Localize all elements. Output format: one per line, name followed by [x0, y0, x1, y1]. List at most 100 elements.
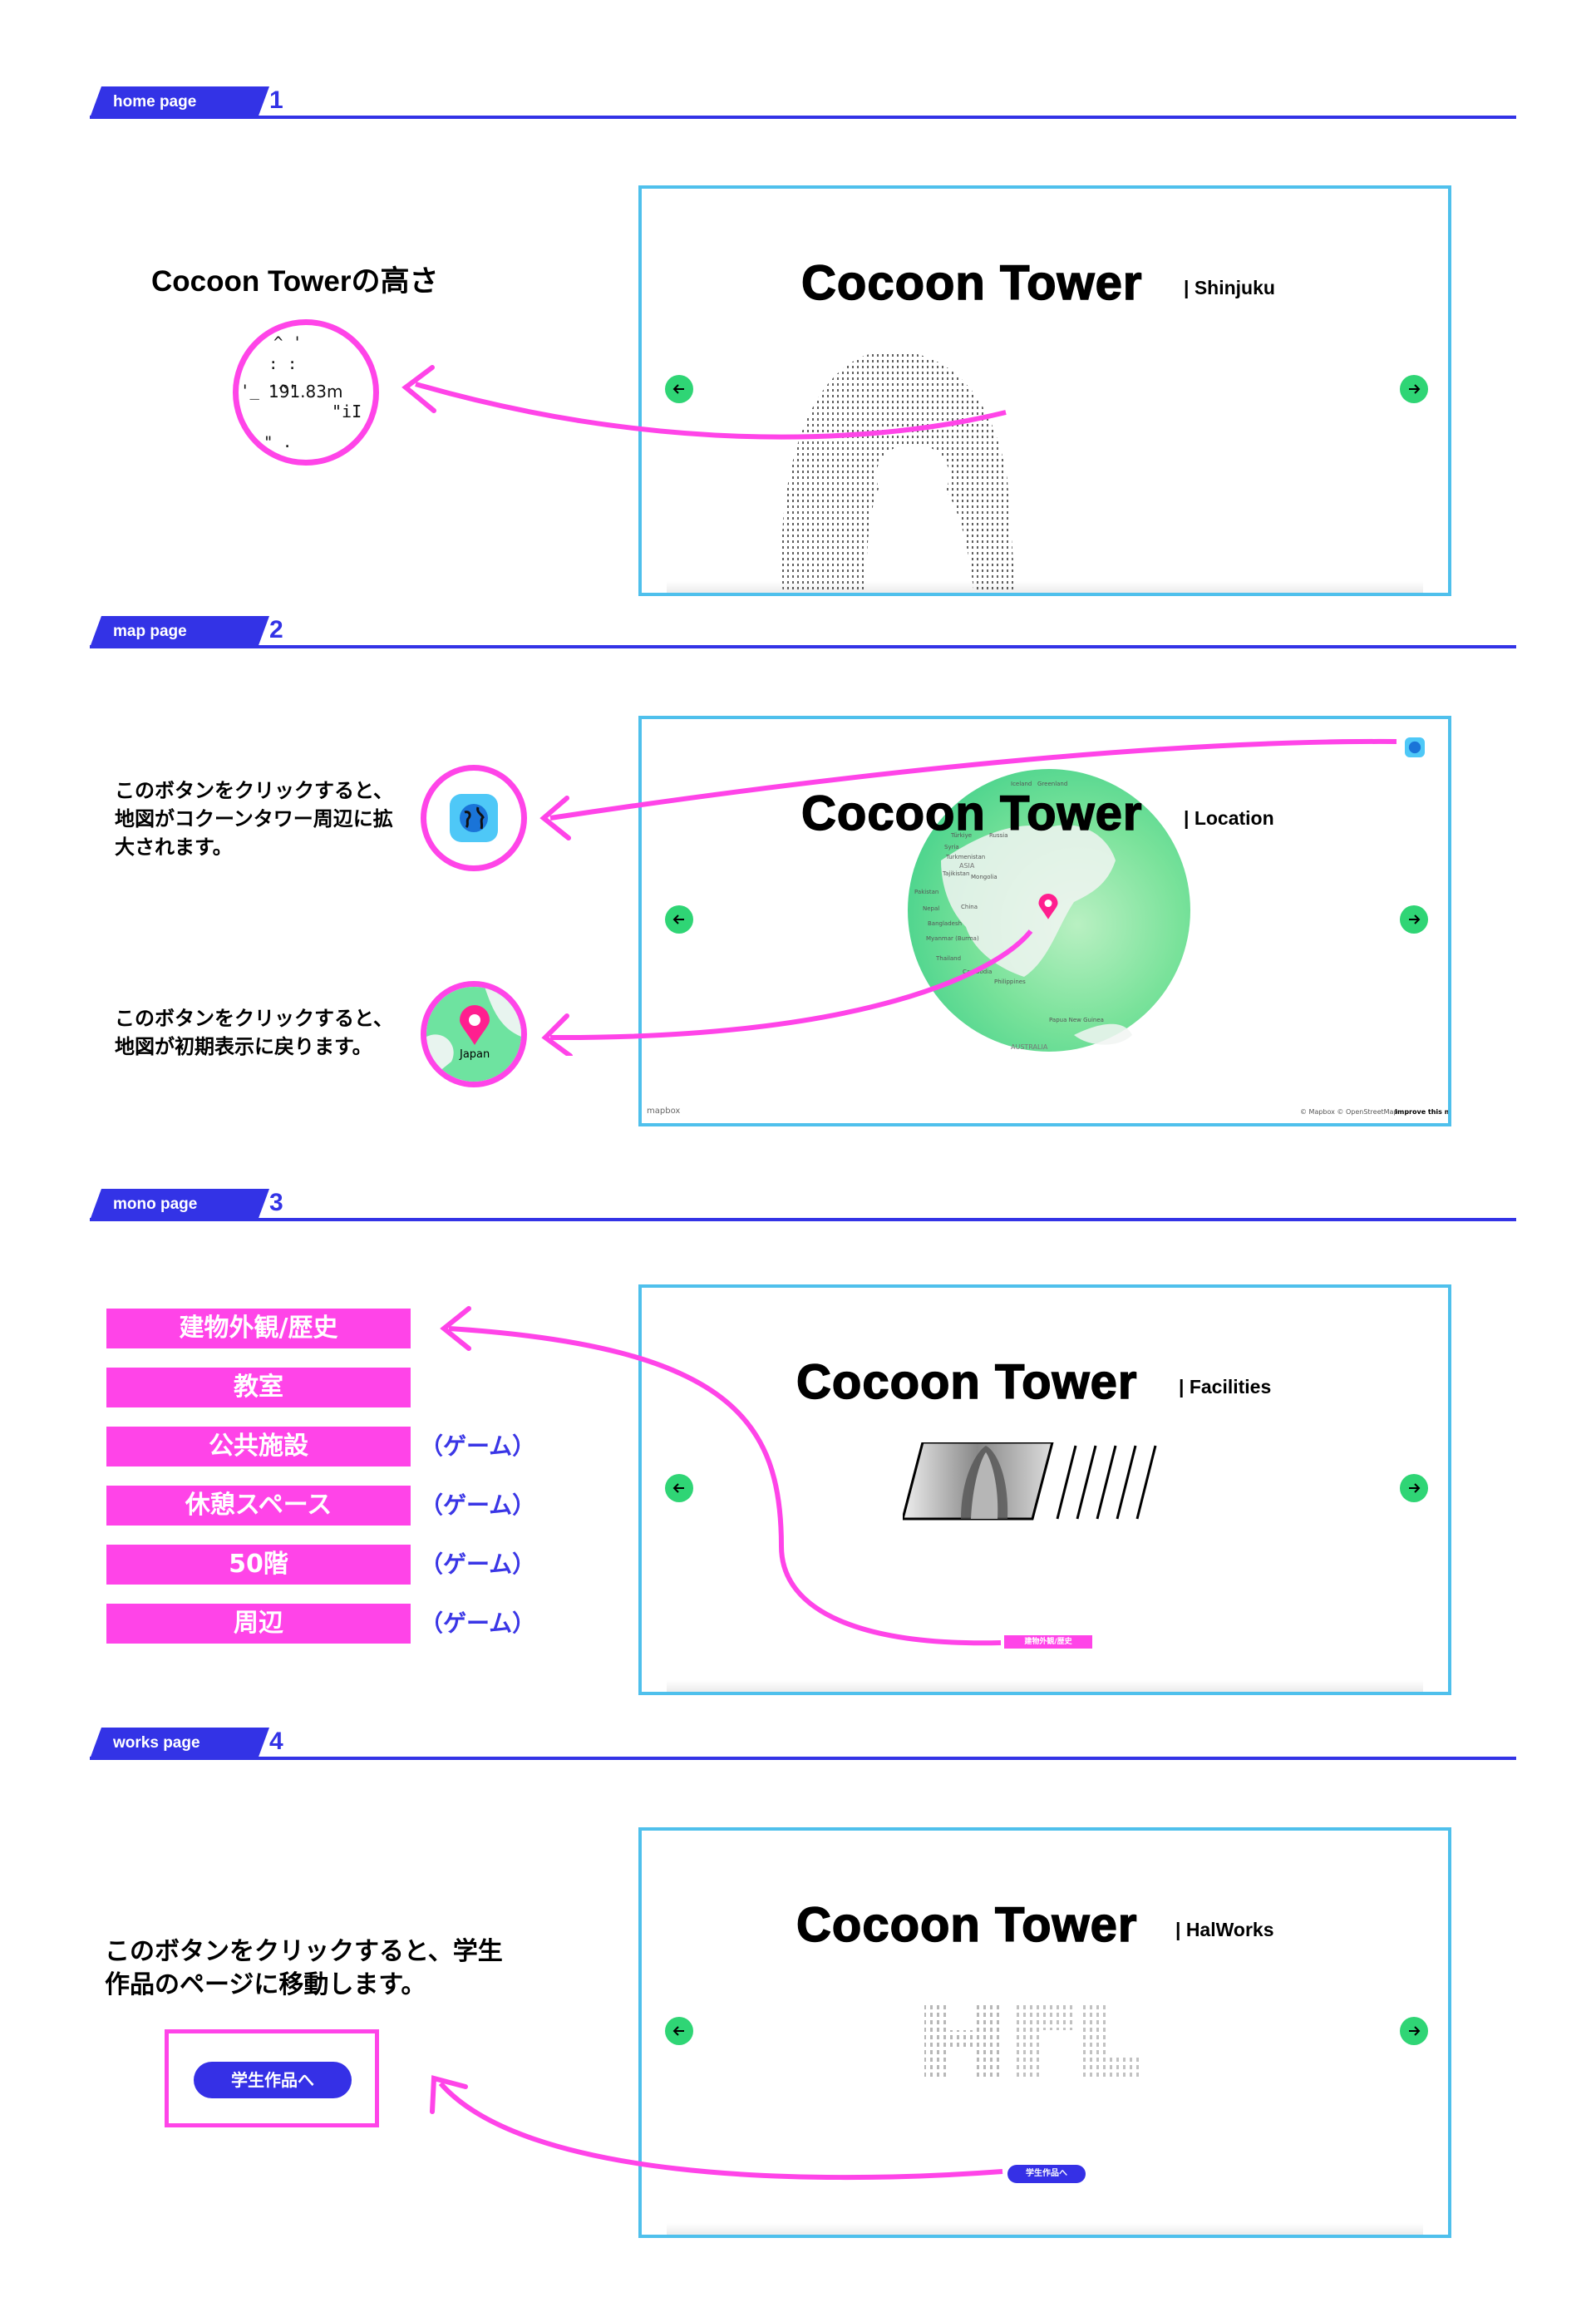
globe-icon	[460, 804, 488, 832]
frame-shadow	[667, 2223, 1423, 2235]
game-label: （ゲーム）	[420, 1491, 536, 1519]
mapbox-logo: mapbox	[647, 1107, 681, 1116]
map-label: Papua New Guinea	[1049, 1017, 1104, 1023]
section-number: 4	[269, 1728, 283, 1755]
section-number: 1	[269, 86, 283, 114]
map-page-preview: Cocoon Tower | Location Iceland Greenlan…	[638, 716, 1451, 1126]
ascii-line: '_ '^'	[240, 382, 298, 400]
map-label: Iceland	[1011, 781, 1032, 787]
map-label: Türkiye	[951, 832, 973, 839]
map-label: Bangladesh	[928, 920, 963, 927]
ascii-line: : :	[268, 355, 298, 373]
brand-title: Cocoon Tower	[796, 1354, 1138, 1410]
map-label: AUSTRALIA	[1011, 1043, 1048, 1051]
game-label: （ゲーム）	[420, 1550, 536, 1578]
map-pin-icon[interactable]	[1037, 894, 1059, 920]
menu-item-rest-space[interactable]: 休憩スペース	[106, 1486, 411, 1526]
section-tag-label: home page	[113, 93, 197, 111]
ascii-tower-art	[781, 351, 1016, 593]
menu-item-surroundings[interactable]: 周辺	[106, 1604, 411, 1644]
mono-callout-arrow	[440, 1306, 1002, 1646]
map-label: Greenland	[1037, 781, 1068, 787]
prev-button[interactable]	[665, 375, 693, 403]
map-label: Pakistan	[914, 889, 939, 895]
globe-button-callout	[421, 765, 527, 871]
page-subtitle: | Facilities	[1179, 1376, 1272, 1397]
height-value: 191.83m	[268, 382, 343, 402]
game-label: （ゲーム）	[420, 1432, 536, 1460]
prev-button[interactable]	[665, 1474, 693, 1502]
height-callout-circle: ^ ' : : 191.83m '_ '^' "iI " .	[233, 319, 379, 466]
globe-button[interactable]	[1405, 737, 1425, 757]
section-tag-map: map page	[90, 616, 269, 648]
next-button[interactable]	[1400, 905, 1428, 934]
frame-shadow	[667, 581, 1423, 593]
section-tag-label: map page	[113, 623, 187, 640]
map-label: Turkmenistan	[946, 854, 986, 860]
map-callout-arrows	[539, 738, 1397, 1056]
menu-item-exterior-history[interactable]: 建物外観/歴史	[106, 1309, 411, 1348]
map-label: Myanmar (Burma)	[926, 935, 979, 942]
section-number: 2	[269, 616, 283, 643]
prev-button[interactable]	[665, 905, 693, 934]
improve-map-link[interactable]: Improve this map	[1395, 1108, 1451, 1116]
pin-button-note: このボタンをクリックすると、地図が初期表示に戻ります。	[115, 1007, 394, 1058]
arrow-left-icon	[672, 914, 684, 924]
page-subtitle: | Shinjuku	[1184, 277, 1275, 298]
arrow-left-icon	[672, 384, 684, 394]
section-tag-mono: mono page	[90, 1189, 269, 1220]
pin-button-callout: Japan	[421, 981, 527, 1087]
menu-item-public-facilities[interactable]: 公共施設	[106, 1427, 411, 1466]
map-label: Mongolia	[971, 874, 998, 880]
next-button[interactable]	[1400, 1474, 1428, 1502]
student-works-button[interactable]: 学生作品へ	[194, 2062, 352, 2098]
brand-title: Cocoon Tower	[800, 255, 1143, 311]
section-number: 3	[269, 1189, 283, 1216]
section-divider	[90, 1757, 1516, 1760]
works-page-preview: Cocoon Tower | HalWorks 学生作品へ	[638, 1827, 1451, 2238]
mono-page-preview: Cocoon Tower | Facilities 建物外観/歴史	[638, 1284, 1451, 1695]
next-button[interactable]	[1400, 2017, 1428, 2045]
frame-shadow	[667, 1680, 1423, 1692]
page-subtitle: | HalWorks	[1175, 1919, 1274, 1940]
globe-button-note: このボタンをクリックすると、地図がコクーンタワー周辺に拡大されます。	[115, 779, 394, 859]
page-subtitle: | Location	[1184, 807, 1274, 829]
mini-student-works-button[interactable]: 学生作品へ	[1007, 2165, 1086, 2183]
mini-menu-button[interactable]: 建物外観/歴史	[1004, 1635, 1092, 1649]
arrow-right-icon	[1409, 1483, 1421, 1493]
ascii-line: "iI	[332, 402, 362, 421]
arrow-right-icon	[1409, 914, 1421, 924]
arrow-left-icon	[672, 1483, 684, 1493]
halworks-ascii-logo	[924, 2002, 1140, 2080]
works-button-callout: 学生作品へ	[165, 2029, 379, 2127]
section-tag-works: works page	[90, 1728, 269, 1759]
works-callout-arrow	[430, 2075, 1003, 2181]
prev-button[interactable]	[665, 2017, 693, 2045]
map-pin-icon[interactable]	[458, 1005, 491, 1047]
map-label: Tajikistan	[943, 870, 970, 877]
map-label: China	[961, 904, 978, 910]
next-button[interactable]	[1400, 375, 1428, 403]
map-label: Russia	[989, 832, 1008, 839]
map-label: ASIA	[959, 862, 975, 870]
section-tag-label: mono page	[113, 1195, 198, 1213]
height-note-title: Cocoon Towerの高さ	[151, 265, 439, 298]
globe-button[interactable]	[450, 794, 498, 842]
arrow-right-icon	[1409, 384, 1421, 394]
section-divider	[90, 1218, 1516, 1221]
pin-label: Japan	[460, 1048, 490, 1061]
map-attribution: © Mapbox © OpenStreetMap	[1300, 1108, 1398, 1116]
globe-icon	[1408, 741, 1421, 754]
brand-title: Cocoon Tower	[796, 1897, 1138, 1953]
home-page-preview: Cocoon Tower | Shinjuku	[638, 185, 1451, 596]
menu-item-classroom[interactable]: 教室	[106, 1368, 411, 1407]
section-tag-label: works page	[113, 1734, 200, 1752]
facility-image-slider	[903, 1442, 1157, 1521]
map-label: Nepal	[923, 905, 940, 912]
menu-item-50th-floor[interactable]: 50階	[106, 1545, 411, 1585]
map-label: Syria	[944, 844, 959, 850]
home-callout-arrow	[401, 365, 1007, 440]
section-divider	[90, 645, 1516, 648]
ascii-line: " .	[264, 433, 293, 451]
brand-title: Cocoon Tower	[800, 786, 1143, 841]
